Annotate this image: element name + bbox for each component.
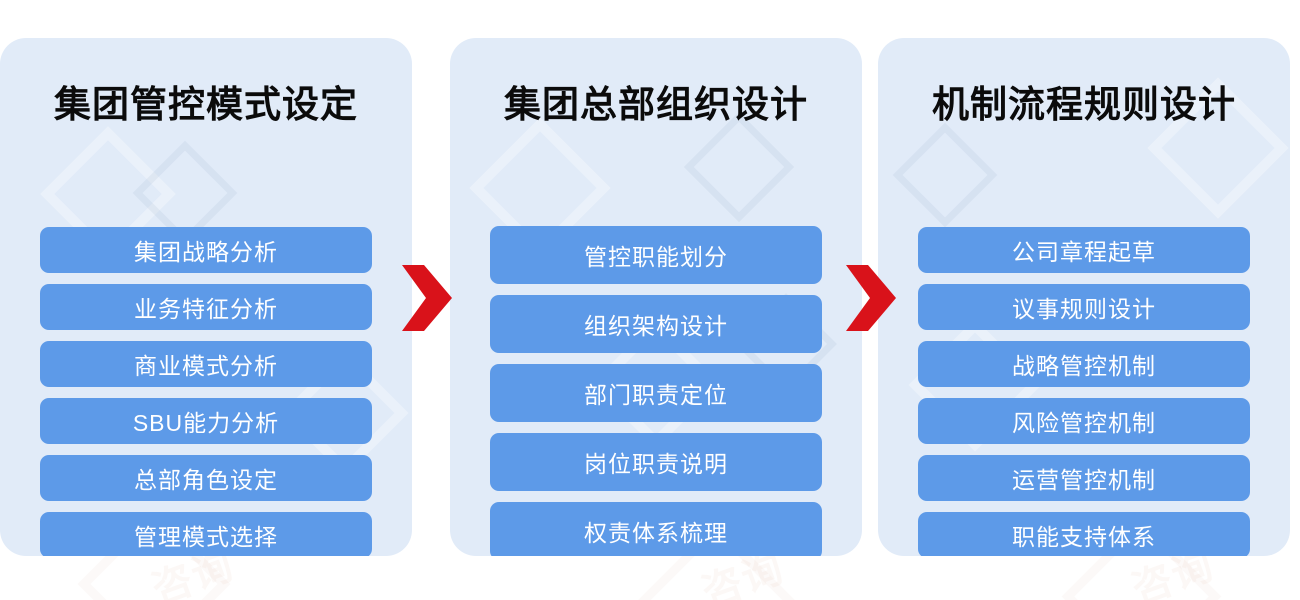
list-item[interactable]: 总部角色设定 xyxy=(40,455,372,501)
stage-title-3: 机制流程规则设计 xyxy=(932,84,1236,125)
chevron-right-icon xyxy=(402,265,452,331)
watermark-diamond-icon xyxy=(683,111,795,223)
list-item[interactable]: 管理模式选择 xyxy=(40,512,372,556)
list-item[interactable]: 商业模式分析 xyxy=(40,341,372,387)
stage-card-2: 集团总部组织设计 管控职能划分 组织架构设计 部门职责定位 岗位职责说明 权责体… xyxy=(450,38,862,556)
list-item[interactable]: 职能支持体系 xyxy=(918,512,1250,556)
stage-item-list-3: 公司章程起草 议事规则设计 战略管控机制 风险管控机制 运营管控机制 职能支持体… xyxy=(918,227,1250,556)
list-item[interactable]: 议事规则设计 xyxy=(918,284,1250,330)
stage-card-3: 机制流程规则设计 公司章程起草 议事规则设计 战略管控机制 风险管控机制 运营管… xyxy=(878,38,1290,556)
list-item[interactable]: 风险管控机制 xyxy=(918,398,1250,444)
watermark-diamond-icon xyxy=(892,122,998,228)
list-item[interactable]: 运营管控机制 xyxy=(918,455,1250,501)
list-item[interactable]: 集团战略分析 xyxy=(40,227,372,273)
list-item[interactable]: 岗位职责说明 xyxy=(490,433,822,491)
list-item[interactable]: 公司章程起草 xyxy=(918,227,1250,273)
list-item[interactable]: 业务特征分析 xyxy=(40,284,372,330)
stage-title-1: 集团管控模式设定 xyxy=(54,84,358,125)
flow-arrow-1 xyxy=(402,265,452,331)
stage-title-2: 集团总部组织设计 xyxy=(504,84,808,125)
stage-card-1: 集团管控模式设定 集团战略分析 业务特征分析 商业模式分析 SBU能力分析 总部… xyxy=(0,38,412,556)
stage-item-list-1: 集团战略分析 业务特征分析 商业模式分析 SBU能力分析 总部角色设定 管理模式… xyxy=(40,227,372,556)
list-item[interactable]: 组织架构设计 xyxy=(490,295,822,353)
list-item[interactable]: SBU能力分析 xyxy=(40,398,372,444)
list-item[interactable]: 管控职能划分 xyxy=(490,226,822,284)
list-item[interactable]: 战略管控机制 xyxy=(918,341,1250,387)
flow-arrow-2 xyxy=(846,265,896,331)
stage-item-list-2: 管控职能划分 组织架构设计 部门职责定位 岗位职责说明 权责体系梳理 xyxy=(490,226,822,556)
list-item[interactable]: 权责体系梳理 xyxy=(490,502,822,556)
list-item[interactable]: 部门职责定位 xyxy=(490,364,822,422)
chevron-right-icon xyxy=(846,265,896,331)
